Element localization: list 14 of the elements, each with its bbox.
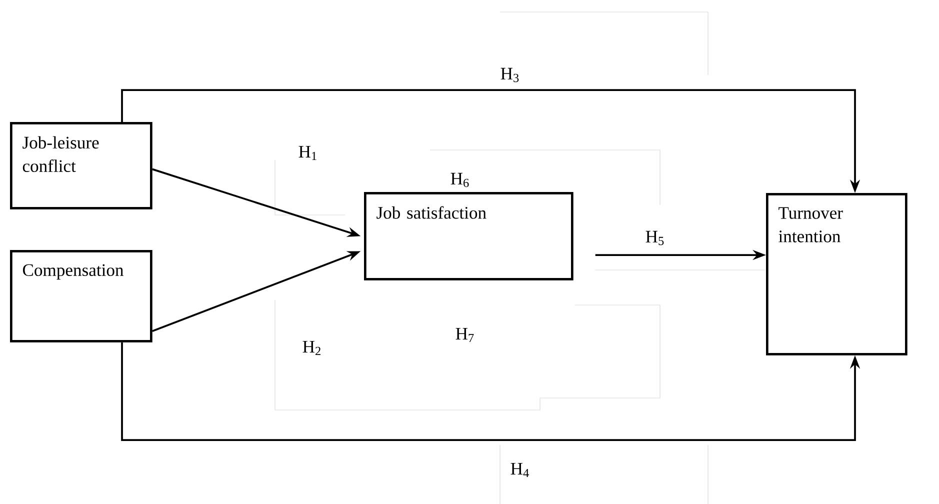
edge-label: H$_{5}$ xyxy=(646,230,664,246)
box xyxy=(10,250,152,342)
box xyxy=(364,192,574,280)
box-text: Turnover intention xyxy=(778,207,843,242)
edge-label: H$_{1}$ xyxy=(298,146,316,160)
edge-label: H$_{2}$ xyxy=(302,341,320,356)
box-text: Job-leisure conflict xyxy=(22,136,99,172)
hypothesis-label: H$_{7}$ xyxy=(456,328,474,342)
box-text: Job satisfaction xyxy=(376,206,486,219)
box xyxy=(766,193,908,356)
box-text: Compensation xyxy=(22,264,124,280)
edge-label: H$_{4}$ xyxy=(510,463,529,478)
edge-label: H$_{3}$ xyxy=(500,68,519,82)
box xyxy=(10,122,152,210)
